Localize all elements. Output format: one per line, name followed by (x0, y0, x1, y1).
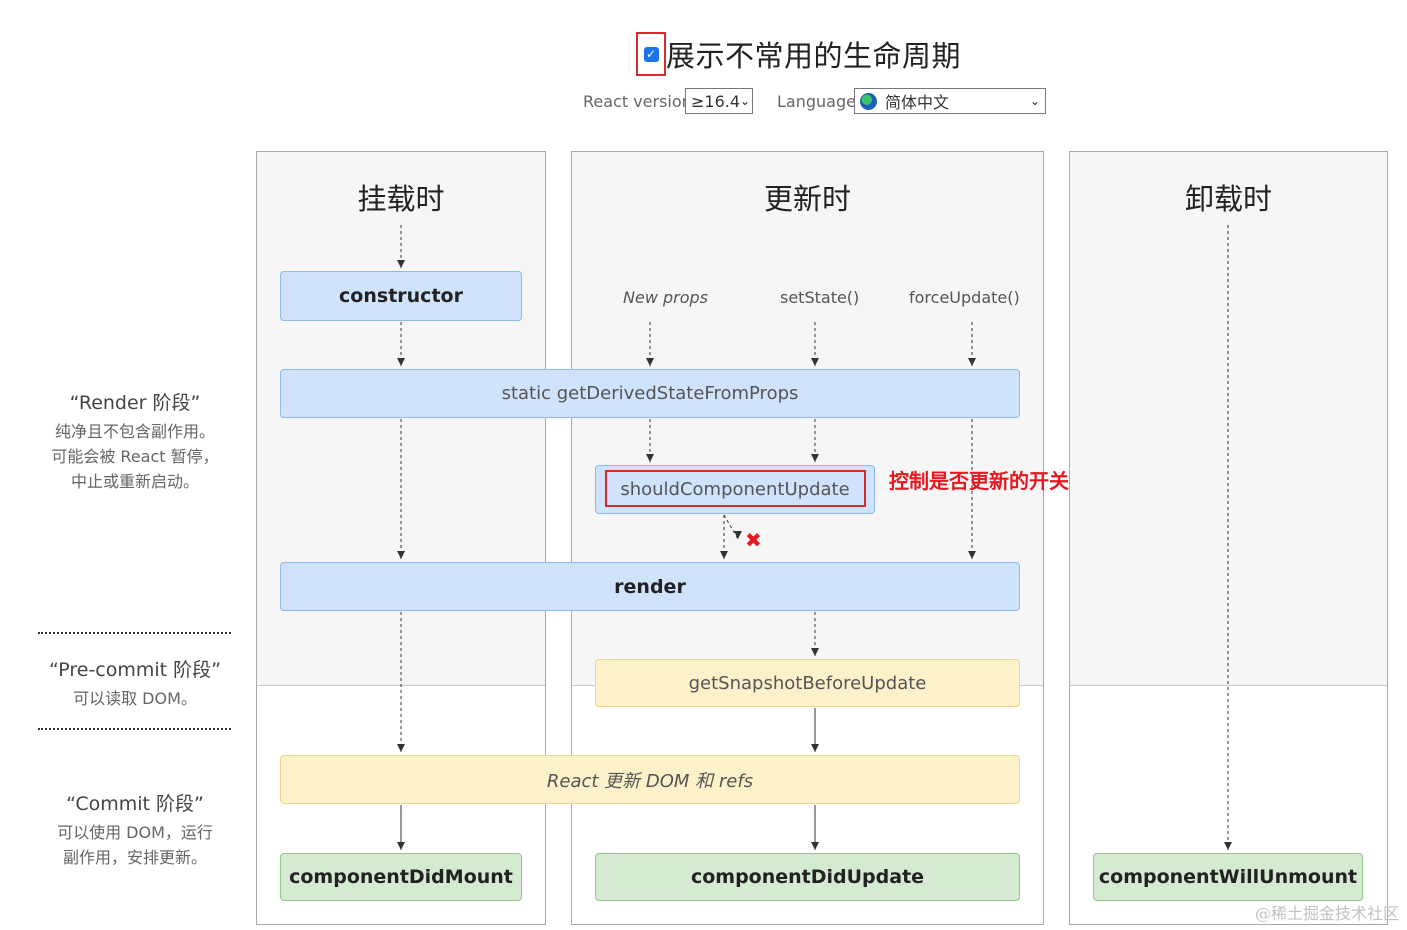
render-phase-note: “Render 阶段” 纯净且不包含副作用。 可能会被 React 暂停， 中止… (35, 388, 235, 494)
chevron-down-icon: ⌄ (740, 94, 751, 108)
render-phase-desc-1: 纯净且不包含副作用。 (54, 422, 215, 441)
constructor-box: constructor (280, 271, 522, 321)
render-phase-desc-3: 中止或重新启动。 (70, 472, 199, 491)
updating-title: 更新时 (763, 182, 851, 216)
precommit-phase-desc: 可以读取 DOM。 (73, 689, 197, 708)
render-phase-desc-2: 可能会被 React 暂停， (51, 447, 219, 466)
commit-phase-note: “Commit 阶段” 可以使用 DOM，运行 副作用，安排更新。 (35, 789, 235, 870)
show-uncommon-lifecycles-checkbox[interactable]: ✓ (636, 32, 666, 76)
force-update-trigger: forceUpdate() (909, 288, 1020, 307)
component-did-mount-box: componentDidMount (280, 853, 522, 901)
new-props-trigger: New props (623, 288, 708, 307)
chevron-down-icon: ⌄ (1029, 94, 1040, 108)
updating-column: 更新时 (571, 151, 1044, 925)
language-value: 简体中文 (885, 93, 950, 112)
watermark: @稀土掘金技术社区 (1254, 904, 1399, 923)
react-version-label: React version (583, 92, 692, 111)
phase-divider (38, 632, 231, 634)
component-will-unmount-box: componentWillUnmount (1093, 853, 1363, 901)
language-label: Language (777, 92, 856, 111)
get-derived-state-from-props-box: static getDerivedStateFromProps (280, 369, 1020, 418)
get-snapshot-before-update-box: getSnapshotBeforeUpdate (595, 659, 1020, 707)
language-select[interactable]: 简体中文 ⌄ (854, 88, 1046, 114)
set-state-trigger: setState() (780, 288, 860, 307)
phase-divider (38, 728, 231, 730)
unmounting-column: 卸载时 (1069, 151, 1388, 925)
react-version-value: ≥16.4 (691, 91, 741, 111)
page-title: 展示不常用的生命周期 (666, 39, 962, 73)
commit-phase-title: “Commit 阶段” (66, 793, 204, 815)
globe-icon (860, 92, 877, 110)
render-phase-title: “Render 阶段” (69, 392, 201, 414)
unmounting-title: 卸载时 (1184, 182, 1272, 216)
checkmark-icon: ✓ (643, 46, 659, 62)
react-updates-dom-box: React 更新 DOM 和 refs (280, 755, 1020, 804)
update-switch-annotation: 控制是否更新的开关 (889, 469, 1069, 493)
component-did-update-box: componentDidUpdate (595, 853, 1020, 901)
precommit-phase-note: “Pre-commit 阶段” 可以读取 DOM。 (35, 655, 235, 711)
should-update-highlight (605, 470, 866, 507)
mounting-column: 挂载时 (256, 151, 546, 925)
render-box: render (280, 562, 1020, 611)
commit-phase-desc-2: 副作用，安排更新。 (62, 848, 207, 867)
precommit-phase-title: “Pre-commit 阶段” (48, 659, 222, 681)
mounting-title: 挂载时 (357, 182, 445, 216)
close-icon: ✖ (745, 528, 762, 552)
react-version-select[interactable]: ≥16.4 ⌄ (685, 88, 753, 114)
commit-phase-desc-1: 可以使用 DOM，运行 (57, 823, 213, 842)
